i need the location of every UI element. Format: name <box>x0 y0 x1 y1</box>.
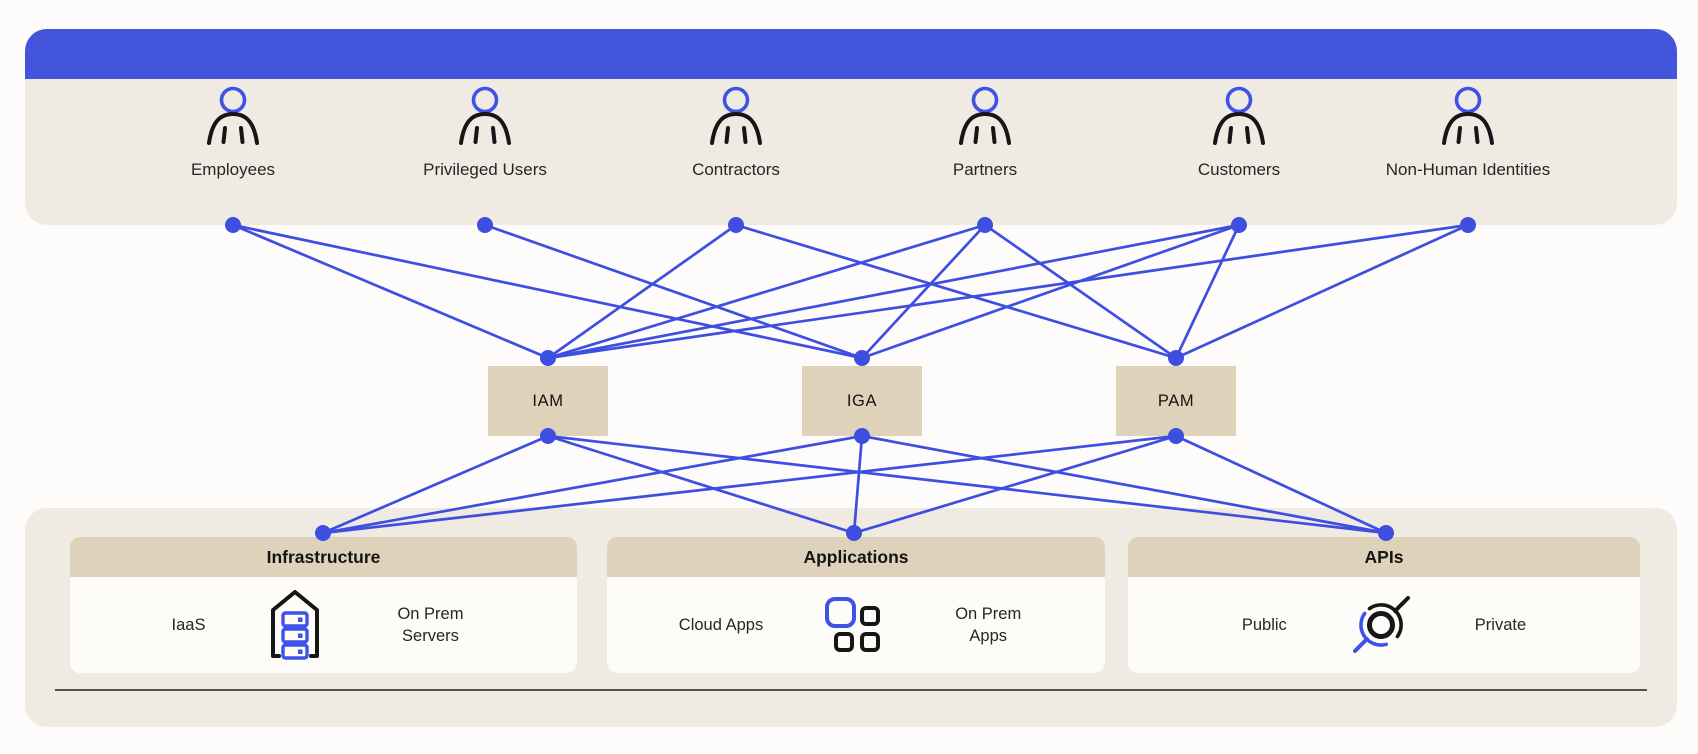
person-icon <box>710 86 762 145</box>
silo-box-iga: IGA <box>802 366 922 436</box>
resource-body: Cloud Apps On Prem Apps <box>607 577 1105 673</box>
edge-contractors-pam_top <box>735 223 1177 360</box>
edge-employees-iga_top <box>232 223 863 360</box>
resource-body: Public Private <box>1128 577 1640 673</box>
edge-employees-iam_top <box>232 223 549 360</box>
identity-privileged-users: Privileged Users <box>365 86 605 180</box>
resource-item-on-prem-apps: On Prem Apps <box>955 604 1022 645</box>
edge-customers-iga_top <box>861 223 1240 360</box>
identity-employees: Employees <box>113 86 353 180</box>
on-prem-server-icon <box>271 590 320 660</box>
resource-item-private: Private <box>1474 615 1527 634</box>
bottom-divider-line <box>55 689 1647 691</box>
silo-label: IGA <box>846 391 878 410</box>
resource-card-applications: Applications Cloud Apps On Prem Apps <box>607 537 1105 673</box>
resource-item-iaas: IaaS <box>171 615 206 634</box>
resources-panel: Infrastructure IaaS On Prem Servers Appl… <box>25 508 1677 727</box>
header-bar <box>25 29 1677 79</box>
person-icon <box>459 86 511 145</box>
edge-customers-iam_top <box>547 223 1240 360</box>
resource-body: IaaS On Prem Servers <box>70 577 577 673</box>
node-dot-iam_top <box>540 350 556 366</box>
resource-item-public: Public <box>1241 615 1287 634</box>
edge-partners-pam_top <box>984 223 1177 360</box>
person-icon <box>1442 86 1494 145</box>
person-icon <box>1213 86 1265 145</box>
edge-customers-pam_top <box>1174 224 1241 359</box>
resource-card-apis: APIs Public Private <box>1128 537 1640 673</box>
resource-item-on-prem-servers: On Prem Servers <box>397 604 464 645</box>
resource-header: Applications <box>607 537 1105 577</box>
resource-item-cloud-apps: Cloud Apps <box>678 615 764 634</box>
identity-non-human: Non-Human Identities <box>1348 86 1588 180</box>
silo-box-iam: IAM <box>488 366 608 436</box>
identities-panel <box>25 29 1677 225</box>
edge-non_human-iam_top <box>547 223 1469 360</box>
app-grid-icon <box>825 597 881 652</box>
edge-partners-iam_top <box>547 223 986 360</box>
resource-header: Infrastructure <box>70 537 577 577</box>
identity-label: Partners <box>952 160 1018 179</box>
identity-label: Privileged Users <box>423 160 547 179</box>
identity-label: Non-Human Identities <box>1385 160 1551 179</box>
edge-non_human-pam_top <box>1175 223 1469 360</box>
node-dot-pam_top <box>1168 350 1184 366</box>
identity-contractors: Contractors <box>616 86 856 180</box>
edge-contractors-iam_top <box>547 223 737 360</box>
node-dot-iga_top <box>854 350 870 366</box>
silo-box-pam: PAM <box>1116 366 1236 436</box>
silo-label: PAM <box>1157 391 1195 410</box>
resource-header: APIs <box>1128 537 1640 577</box>
api-lens-icon <box>1352 596 1410 653</box>
resource-card-infrastructure: Infrastructure IaaS On Prem Servers <box>70 537 577 673</box>
edge-privileged_users-iga_top <box>484 223 863 360</box>
silo-label: IAM <box>532 391 564 410</box>
person-icon <box>959 86 1011 145</box>
identity-label: Customers <box>1197 160 1281 179</box>
edge-partners-iga_top <box>861 224 986 359</box>
identity-customers: Customers <box>1119 86 1359 180</box>
identity-partners: Partners <box>865 86 1105 180</box>
identity-label: Employees <box>190 160 276 179</box>
identity-label: Contractors <box>692 160 780 179</box>
person-icon <box>207 86 259 145</box>
